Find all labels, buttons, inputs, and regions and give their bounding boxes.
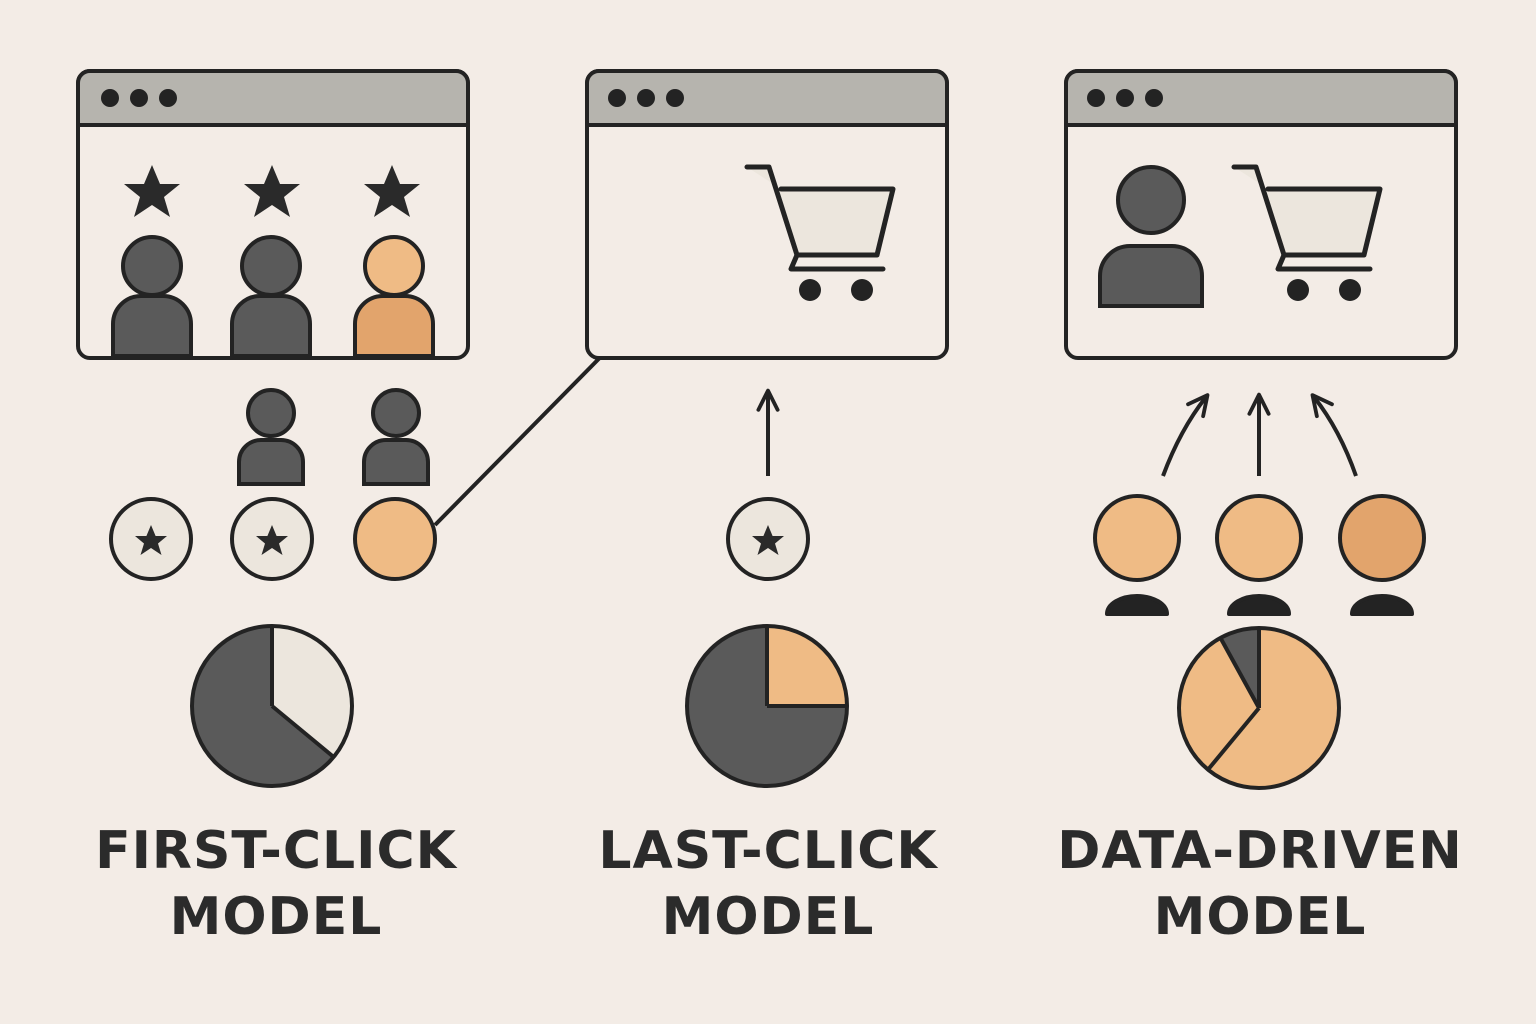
pie-remaining-slice xyxy=(192,626,334,786)
star-icon xyxy=(124,165,180,217)
model-title-line2: MODEL xyxy=(169,887,383,947)
person-icon xyxy=(230,235,312,358)
shopping-cart-icon xyxy=(1231,164,1383,301)
last-click-browser-window xyxy=(585,69,949,360)
touchpoint-person-icon xyxy=(1215,494,1303,616)
pie-highlight-slice xyxy=(272,626,352,757)
window-dot-icon xyxy=(1116,89,1134,107)
star-badge-icon xyxy=(109,497,193,581)
star-icon xyxy=(244,165,300,217)
last-click-model-title: LAST-CLICK MODEL xyxy=(548,818,988,950)
window-dot-icon xyxy=(130,89,148,107)
model-title-line1: DATA-DRIVEN xyxy=(1057,821,1463,881)
window-dot-icon xyxy=(101,89,119,107)
window-dot-icon xyxy=(1087,89,1105,107)
model-title-line1: FIRST-CLICK xyxy=(95,821,457,881)
pie-highlight-slice xyxy=(767,626,847,706)
person-icon xyxy=(111,235,193,358)
person-icon xyxy=(237,388,305,486)
person-icon-highlighted xyxy=(353,235,435,358)
touchpoint-circle xyxy=(353,497,437,581)
model-title-line2: MODEL xyxy=(661,887,875,947)
star-badge-icon xyxy=(230,497,314,581)
window-dot-icon xyxy=(1145,89,1163,107)
shopping-cart-icon xyxy=(744,164,896,301)
model-title-line1: LAST-CLICK xyxy=(598,821,938,881)
person-icon xyxy=(362,388,430,486)
star-badge-icon xyxy=(726,497,810,581)
first-click-pie-chart xyxy=(190,624,354,788)
window-dot-icon xyxy=(608,89,626,107)
up-arrow xyxy=(1310,393,1358,477)
touchpoint-person-icon xyxy=(1093,494,1181,616)
data-driven-pie-chart xyxy=(1177,626,1341,790)
window-dot-icon xyxy=(159,89,177,107)
window-dot-icon xyxy=(666,89,684,107)
touchpoint-person-icon xyxy=(1338,494,1426,616)
model-title-line2: MODEL xyxy=(1153,887,1367,947)
last-click-pie-chart xyxy=(685,624,849,788)
first-click-model-title: FIRST-CLICK MODEL xyxy=(56,818,496,950)
window-dot-icon xyxy=(637,89,655,107)
star-icon xyxy=(364,165,420,217)
first-click-browser-window xyxy=(76,69,470,360)
person-icon xyxy=(1098,165,1204,308)
up-arrow xyxy=(1161,393,1210,477)
data-driven-model-title: DATA-DRIVEN MODEL xyxy=(1040,818,1480,950)
